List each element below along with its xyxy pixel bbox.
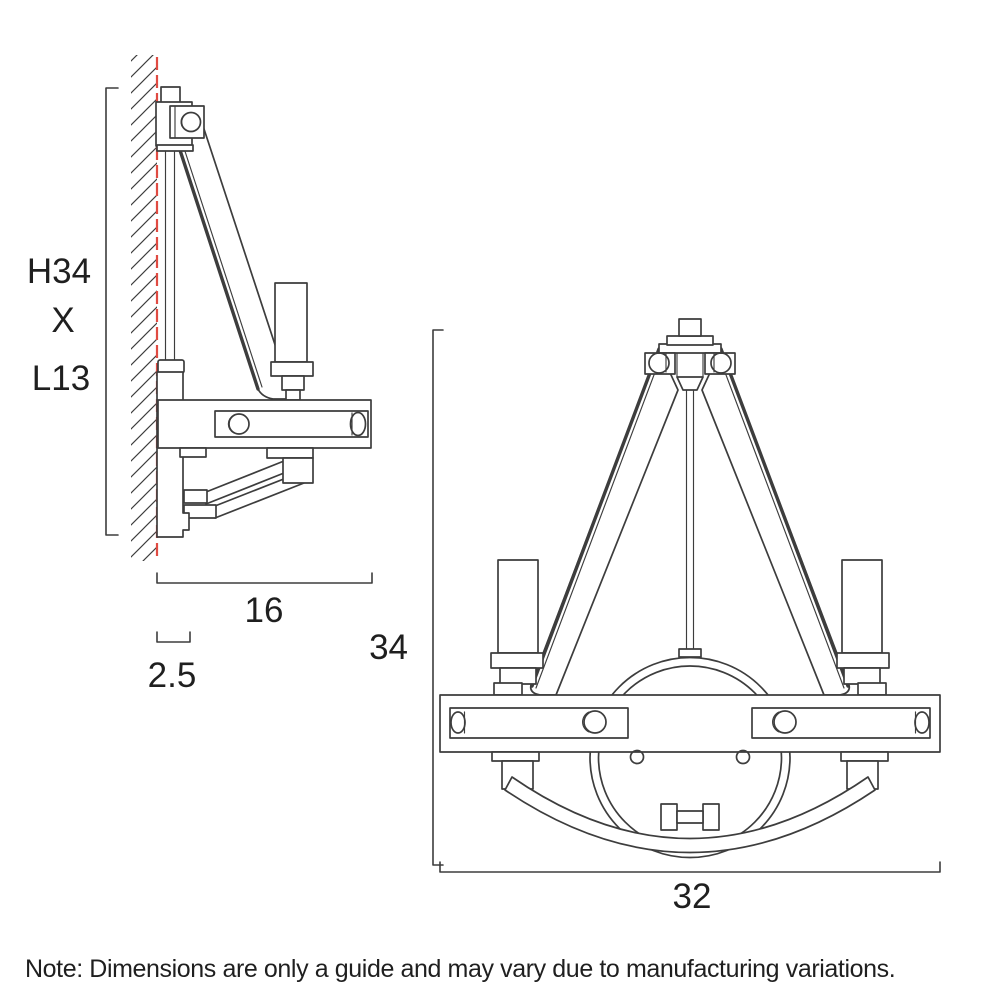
overall-separator-label: X <box>51 301 74 340</box>
side-pivot-plate <box>169 105 205 139</box>
note-text: Note: Dimensions are only a guide and ma… <box>25 955 895 983</box>
depth-dimension-line <box>156 572 373 584</box>
wall-plate-dimension-label: 2.5 <box>148 656 197 695</box>
front-lug-right <box>704 352 736 375</box>
width-dimension-label: 32 <box>673 877 712 916</box>
front-bar-screw-left <box>583 710 607 734</box>
front-view: 34 <box>369 318 941 916</box>
front-candle-right <box>836 559 890 696</box>
front-hub-channel <box>676 352 704 378</box>
front-hub <box>644 318 736 391</box>
overall-dimension-bracket <box>105 87 119 536</box>
height-dimension-line <box>432 329 444 866</box>
side-view: H34 X L13 <box>27 55 373 695</box>
side-under-post <box>282 457 314 484</box>
side-fixture <box>155 86 372 538</box>
side-under-tab-right <box>266 447 314 459</box>
front-finial <box>678 318 702 337</box>
front-arm-left <box>529 347 679 696</box>
front-lug-screw-right <box>710 352 732 374</box>
side-support-bracket <box>183 460 305 519</box>
side-arm <box>176 128 290 400</box>
depth-dimension-label: 16 <box>245 591 284 630</box>
front-lug-screw-left <box>648 352 670 374</box>
side-bar-end-cap <box>349 411 367 437</box>
side-top-cap <box>160 86 181 104</box>
front-candle-left <box>490 559 544 696</box>
front-center-tee <box>660 803 720 831</box>
front-under-tab-left <box>491 751 540 762</box>
front-arm-right <box>701 347 851 696</box>
overall-length-label: L13 <box>32 359 90 398</box>
side-stem-rod <box>164 147 176 367</box>
side-bar-screw <box>228 413 250 435</box>
front-under-tab-right <box>840 751 889 762</box>
wall-plate-dimension-line <box>156 631 191 643</box>
wall-hatching <box>131 55 157 561</box>
front-bar <box>439 694 941 753</box>
front-hole-left <box>629 749 645 765</box>
side-mount-foot <box>156 144 194 152</box>
front-rod-collar <box>678 648 702 658</box>
side-candle <box>270 282 314 401</box>
side-rod-cap <box>157 359 185 374</box>
front-lug-left <box>644 352 676 375</box>
height-dimension-label: 34 <box>369 628 408 667</box>
front-hub-collar <box>676 376 704 391</box>
front-center-rod <box>685 389 695 651</box>
side-arm-inner-line <box>180 138 263 388</box>
front-hole-right <box>735 749 751 765</box>
front-bar-screw-right <box>773 710 797 734</box>
front-ring <box>589 656 791 859</box>
front-top-plate <box>666 335 714 346</box>
side-bar <box>157 399 372 449</box>
side-under-tab-left <box>179 447 207 458</box>
width-dimension-line <box>439 861 941 873</box>
side-arm-outer-edge <box>175 139 260 391</box>
overall-height-label: H34 <box>27 252 91 291</box>
front-support-yoke <box>504 776 876 854</box>
